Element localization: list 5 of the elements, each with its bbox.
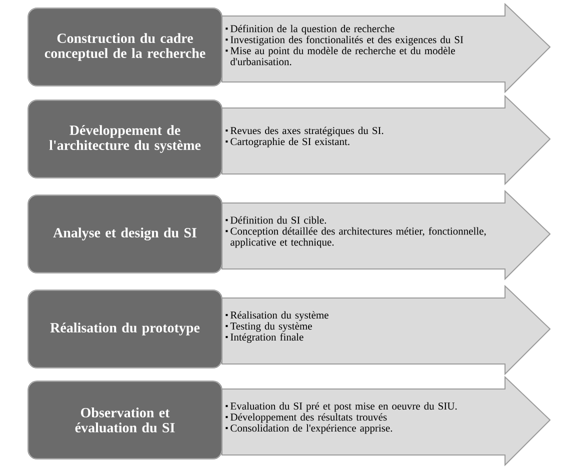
stage-box: Développement de l'architecture du système bbox=[27, 99, 223, 179]
stage-box: Réalisation du prototype bbox=[27, 289, 223, 369]
stage-box: Analyse et design du SI bbox=[27, 194, 223, 274]
stage-box: Observation et évaluation du SI bbox=[27, 380, 223, 460]
stage-box: Construction du cadre conceptuel de la recherche bbox=[27, 7, 223, 87]
